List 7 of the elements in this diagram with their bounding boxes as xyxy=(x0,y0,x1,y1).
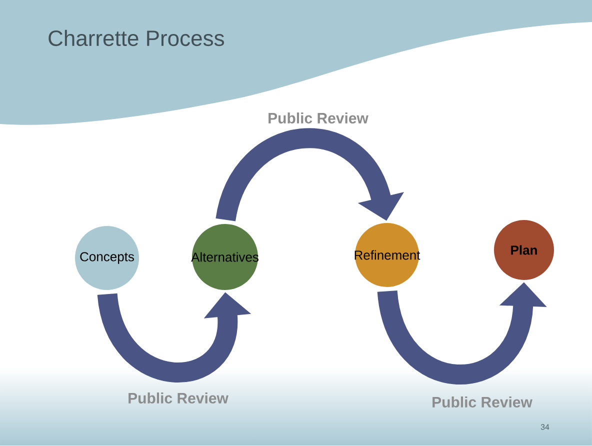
circle-node: Plan xyxy=(494,220,554,280)
edge-label: Public Review xyxy=(432,396,532,408)
title: Charrette Process xyxy=(48,30,224,46)
page-number: 34 xyxy=(540,424,550,430)
circle-node: Concepts xyxy=(75,226,139,290)
edge-label: Public Review xyxy=(128,392,228,404)
edge-label: Public Review xyxy=(268,112,368,124)
